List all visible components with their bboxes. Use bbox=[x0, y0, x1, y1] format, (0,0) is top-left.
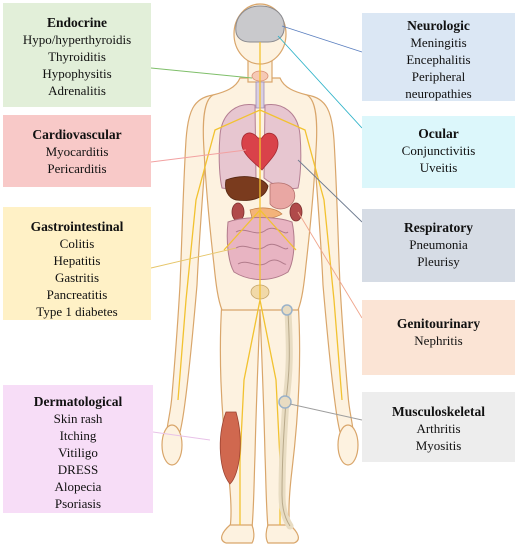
musculoskeletal-item: Arthritis bbox=[416, 421, 461, 436]
dermatological-title: Dermatological bbox=[33, 394, 123, 409]
neurologic-item: Encephalitis bbox=[406, 52, 471, 67]
genitourinary-title: Genitourinary bbox=[396, 316, 481, 331]
left-foot bbox=[221, 524, 255, 544]
neurologic-item: Meningitis bbox=[410, 35, 467, 50]
musculoskeletal-box: Musculoskeletal Arthritis Myositis bbox=[362, 392, 515, 462]
dermatological-item: Skin rash bbox=[53, 411, 103, 426]
ocular-box: Ocular Conjunctivitis Uveitis bbox=[362, 116, 515, 188]
cardiovascular-connector bbox=[150, 149, 247, 163]
dermatological-connector bbox=[152, 431, 211, 441]
endocrine-item: Hypo/hyperthyroidis bbox=[22, 32, 132, 47]
respiratory-connector bbox=[297, 159, 363, 223]
gastrointestinal-item: Colitis bbox=[59, 236, 95, 251]
dermatological-item: Vitiligo bbox=[58, 445, 98, 460]
gastrointestinal-item: Gastritis bbox=[54, 270, 100, 285]
musculoskeletal-connector bbox=[289, 403, 363, 421]
endocrine-item: Adrenalitis bbox=[48, 83, 106, 98]
endocrine-item: Hypophysitis bbox=[42, 66, 112, 81]
ocular-title: Ocular bbox=[418, 126, 459, 141]
musculoskeletal-title: Musculoskeletal bbox=[392, 404, 485, 419]
right-hand bbox=[337, 424, 359, 466]
neurologic-connector bbox=[281, 25, 363, 53]
cardiovascular-box: Cardiovascular Myocarditis Pericarditis bbox=[3, 115, 151, 187]
dermatological-item: Itching bbox=[59, 428, 97, 443]
dermatological-box: Dermatological Skin rash Itching Vitilig… bbox=[3, 385, 153, 513]
genitourinary-item: Nephritis bbox=[414, 333, 463, 348]
ocular-item: Uveitis bbox=[419, 160, 458, 175]
ocular-item: Conjunctivitis bbox=[401, 143, 476, 158]
liver bbox=[225, 176, 269, 201]
genitourinary-connector bbox=[297, 211, 363, 319]
ocular-connector bbox=[277, 35, 363, 129]
neurologic-item: Peripheral bbox=[411, 69, 466, 84]
neurologic-title: Neurologic bbox=[407, 18, 470, 33]
left-hand bbox=[161, 424, 183, 466]
respiratory-title: Respiratory bbox=[404, 220, 473, 235]
gastrointestinal-item: Type 1 diabetes bbox=[36, 304, 118, 319]
kidney-right bbox=[289, 202, 303, 222]
gastrointestinal-box: Gastrointestinal Colitis Hepatitis Gastr… bbox=[3, 207, 151, 320]
cardiovascular-item: Myocarditis bbox=[45, 144, 109, 159]
endocrine-box: Endocrine Hypo/hyperthyroidis Thyroiditi… bbox=[3, 3, 151, 107]
cardiovascular-title: Cardiovascular bbox=[32, 127, 122, 142]
respiratory-box: Respiratory Pneumonia Pleurisy bbox=[362, 209, 515, 282]
dermatological-item: Psoriasis bbox=[54, 496, 102, 511]
gastrointestinal-connector bbox=[150, 247, 237, 269]
brain bbox=[235, 5, 285, 43]
dermatological-item: DRESS bbox=[57, 462, 99, 477]
nervous-system bbox=[177, 42, 343, 525]
calf-muscle bbox=[219, 411, 241, 485]
right-foot bbox=[265, 524, 299, 544]
neurologic-box: Neurologic Meningitis Encephalitis Perip… bbox=[362, 13, 515, 101]
musculoskeletal-item: Myositis bbox=[415, 438, 462, 453]
knee-joint bbox=[278, 395, 292, 409]
respiratory-item: Pleurisy bbox=[417, 254, 460, 269]
gastrointestinal-item: Hepatitis bbox=[53, 253, 101, 268]
stomach bbox=[269, 182, 296, 210]
cardiovascular-item: Pericarditis bbox=[47, 161, 107, 176]
intestine-coils bbox=[235, 227, 289, 266]
gastrointestinal-title: Gastrointestinal bbox=[30, 219, 124, 234]
leg-bone-outline bbox=[281, 311, 291, 527]
genitourinary-box: Genitourinary Nephritis bbox=[362, 300, 515, 375]
dermatological-item: Alopecia bbox=[54, 479, 102, 494]
endocrine-connector bbox=[150, 67, 253, 79]
endocrine-item: Thyroiditis bbox=[48, 49, 106, 64]
endocrine-title: Endocrine bbox=[46, 15, 107, 30]
connector-lines bbox=[150, 25, 363, 441]
hip-joint bbox=[281, 304, 293, 316]
respiratory-item: Pneumonia bbox=[409, 237, 468, 252]
gastrointestinal-item: Pancreatitis bbox=[46, 287, 108, 302]
neurologic-item: neuropathies bbox=[405, 86, 472, 101]
human-body-figure bbox=[161, 3, 359, 544]
